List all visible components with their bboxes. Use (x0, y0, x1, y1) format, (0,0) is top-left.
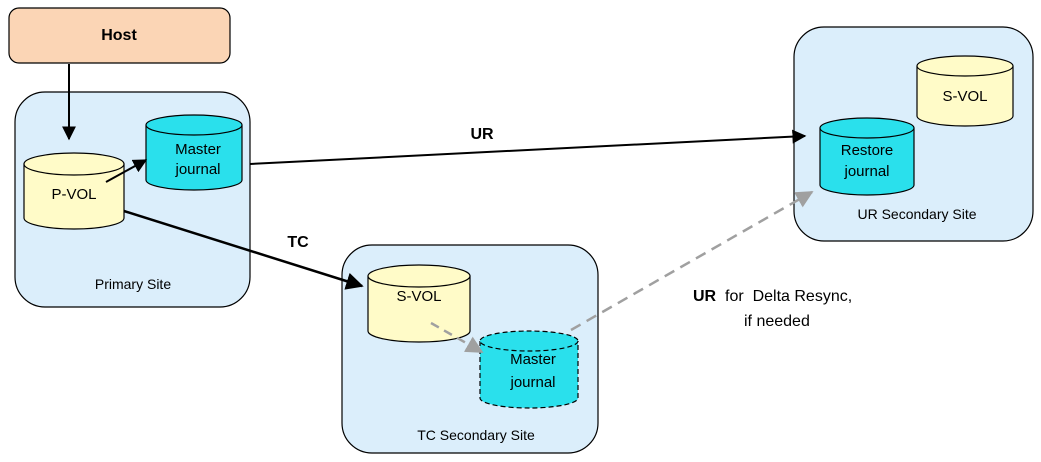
ur-arrow (249, 129, 807, 165)
restore-journal-line2: journal (843, 163, 889, 180)
restore-journal-line1: Restore (841, 142, 894, 159)
ur-link-label: UR (470, 126, 494, 143)
primary-site-label: Primary Site (95, 276, 171, 292)
tc-master-journal-cylinder: Master journal (479, 330, 579, 409)
delta-resync-label-rest: for Delta Resync, (721, 288, 853, 305)
restore-journal-cylinder: Restore journal (819, 117, 915, 196)
pvol-to-master-journal-arrow (105, 159, 148, 183)
svol-to-master-journal-dashed-arrow (430, 321, 484, 354)
primary-master-journal-line2: journal (174, 161, 220, 178)
pvol-cylinder: P-VOL (23, 152, 125, 230)
ur-svol-label: S-VOL (942, 88, 987, 105)
tc-secondary-site-label: TC Secondary Site (417, 427, 535, 443)
tc-link-label: TC (287, 234, 309, 251)
delta-resync-label-line2: if needed (744, 313, 810, 330)
tc-arrow (123, 209, 364, 290)
primary-master-journal-cylinder: Master journal (145, 114, 243, 191)
primary-master-journal-line1: Master (175, 141, 221, 158)
host-label: Host (101, 27, 137, 44)
ur-secondary-site-label: UR Secondary Site (857, 206, 976, 222)
delta-resync-dashed-arrow (570, 190, 814, 332)
tc-master-journal-line1: Master (510, 351, 556, 368)
delta-resync-label-line1: UR for Delta Resync, (693, 288, 852, 305)
delta-resync-label-ur: UR (693, 288, 717, 305)
host-box: Host (8, 7, 231, 64)
tc-master-journal-line2: journal (509, 374, 555, 391)
ur-svol-cylinder: S-VOL (916, 55, 1014, 127)
tc-svol-cylinder: S-VOL (367, 264, 471, 343)
tc-svol-label: S-VOL (396, 288, 441, 305)
pvol-label: P-VOL (51, 186, 96, 203)
